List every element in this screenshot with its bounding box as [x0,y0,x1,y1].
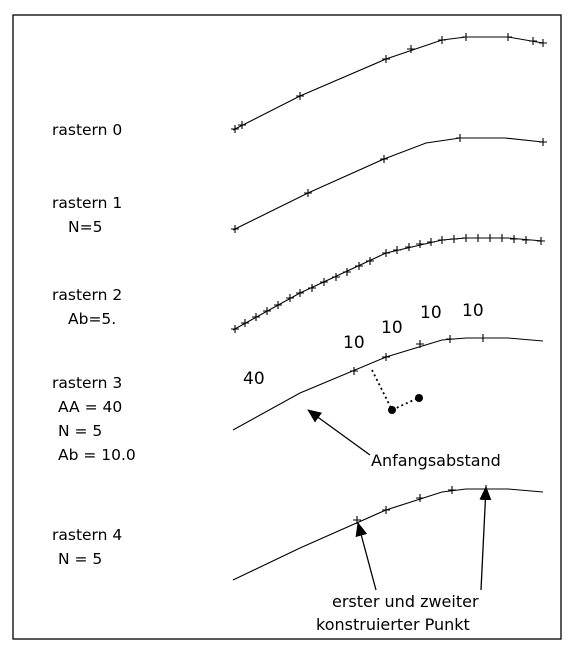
label-rastern-1: rastern 1 N=5 [52,194,122,236]
grid-point-mark [504,33,512,41]
grid-point-mark [353,516,361,524]
grid-point-mark [539,39,547,47]
construction-dotted-line [371,369,419,412]
spacing-label: 10 [462,301,484,321]
label-line: rastern 3 [52,374,122,392]
grid-point-mark [393,246,401,254]
start-distance-arrow [307,409,371,456]
curve-rastern-4 [232,485,544,581]
label-line: rastern 2 [52,286,122,304]
construction-point [415,394,423,402]
grid-point-mark [350,367,358,375]
spacing-label: 10 [343,333,365,353]
grid-point-mark [320,278,328,286]
grid-point-mark [231,225,239,233]
spacing-label: 10 [420,303,442,323]
grid-point-mark [407,45,415,53]
label-line: N=5 [68,218,102,236]
grid-point-mark [355,262,363,270]
curve-rastern-2 [231,234,545,333]
label-line: N = 5 [58,422,102,440]
grid-point-mark [462,33,470,41]
grid-point-mark [479,334,487,342]
label-line: rastern 4 [52,526,122,544]
label-line: Ab = 10.0 [58,446,136,464]
label-rastern-0: rastern 0 [52,121,122,139]
grid-point-mark [382,353,390,361]
grid-point-mark [416,240,424,248]
first-second-label-line2: konstruierter Punkt [316,615,470,634]
grid-point-mark [238,121,246,129]
grid-point-mark [522,236,530,244]
grid-point-mark [462,234,470,242]
grid-point-mark [241,319,249,327]
grid-point-mark [286,294,294,302]
grid-point-mark [438,36,446,44]
grid-point-mark [296,92,304,100]
second-point-arrow [479,486,492,591]
start-distance-label: Anfangsabstand [371,451,501,470]
curve-rastern-0 [231,33,547,133]
curve-rastern-1 [231,134,547,233]
grid-point-mark [537,237,545,245]
grid-point-mark [252,313,260,321]
grid-point-mark [529,37,537,45]
curve-rastern-3 [232,334,544,431]
grid-point-mark [539,138,547,146]
label-rastern-3: rastern 3 AA = 40 N = 5 Ab = 10.0 [52,374,136,464]
label-rastern-4: rastern 4 N = 5 [52,526,122,568]
grid-point-mark [438,236,446,244]
grid-point-mark [382,249,390,257]
grid-point-mark [474,234,482,242]
grid-point-mark [274,301,282,309]
first-second-label-line1: erster und zweiter [332,592,479,611]
label-line: AA = 40 [58,398,122,416]
grid-point-mark [427,238,435,246]
initial-spacing-label: 40 [243,369,265,389]
grid-point-mark [308,284,316,292]
grid-point-mark [510,235,518,243]
grid-point-mark [416,494,424,502]
label-line: rastern 0 [52,121,122,139]
spacing-label: 10 [381,318,403,338]
first-point-arrow [355,522,377,591]
grid-point-mark [263,307,271,315]
grid-point-mark [382,506,390,514]
grid-point-mark [380,155,388,163]
grid-point-mark [231,125,239,133]
grid-point-mark [366,257,374,265]
grid-point-mark [498,234,506,242]
grid-point-mark [450,235,458,243]
grid-point-mark [304,189,312,197]
grid-point-mark [343,268,351,276]
grid-point-mark [405,243,413,251]
label-rastern-2: rastern 2 Ab=5. [52,286,122,328]
grid-point-mark [446,335,454,343]
label-line: rastern 1 [52,194,122,212]
grid-point-mark [416,340,424,348]
grid-point-mark [231,325,239,333]
grid-point-mark [332,273,340,281]
grid-point-mark [448,486,456,494]
label-line: N = 5 [58,550,102,568]
grid-point-mark [486,234,494,242]
grid-point-mark [456,134,464,142]
grid-point-mark [382,55,390,63]
diagram-frame [12,14,562,640]
grid-point-mark [296,289,304,297]
label-line: Ab=5. [68,310,116,328]
construction-point [388,406,396,414]
